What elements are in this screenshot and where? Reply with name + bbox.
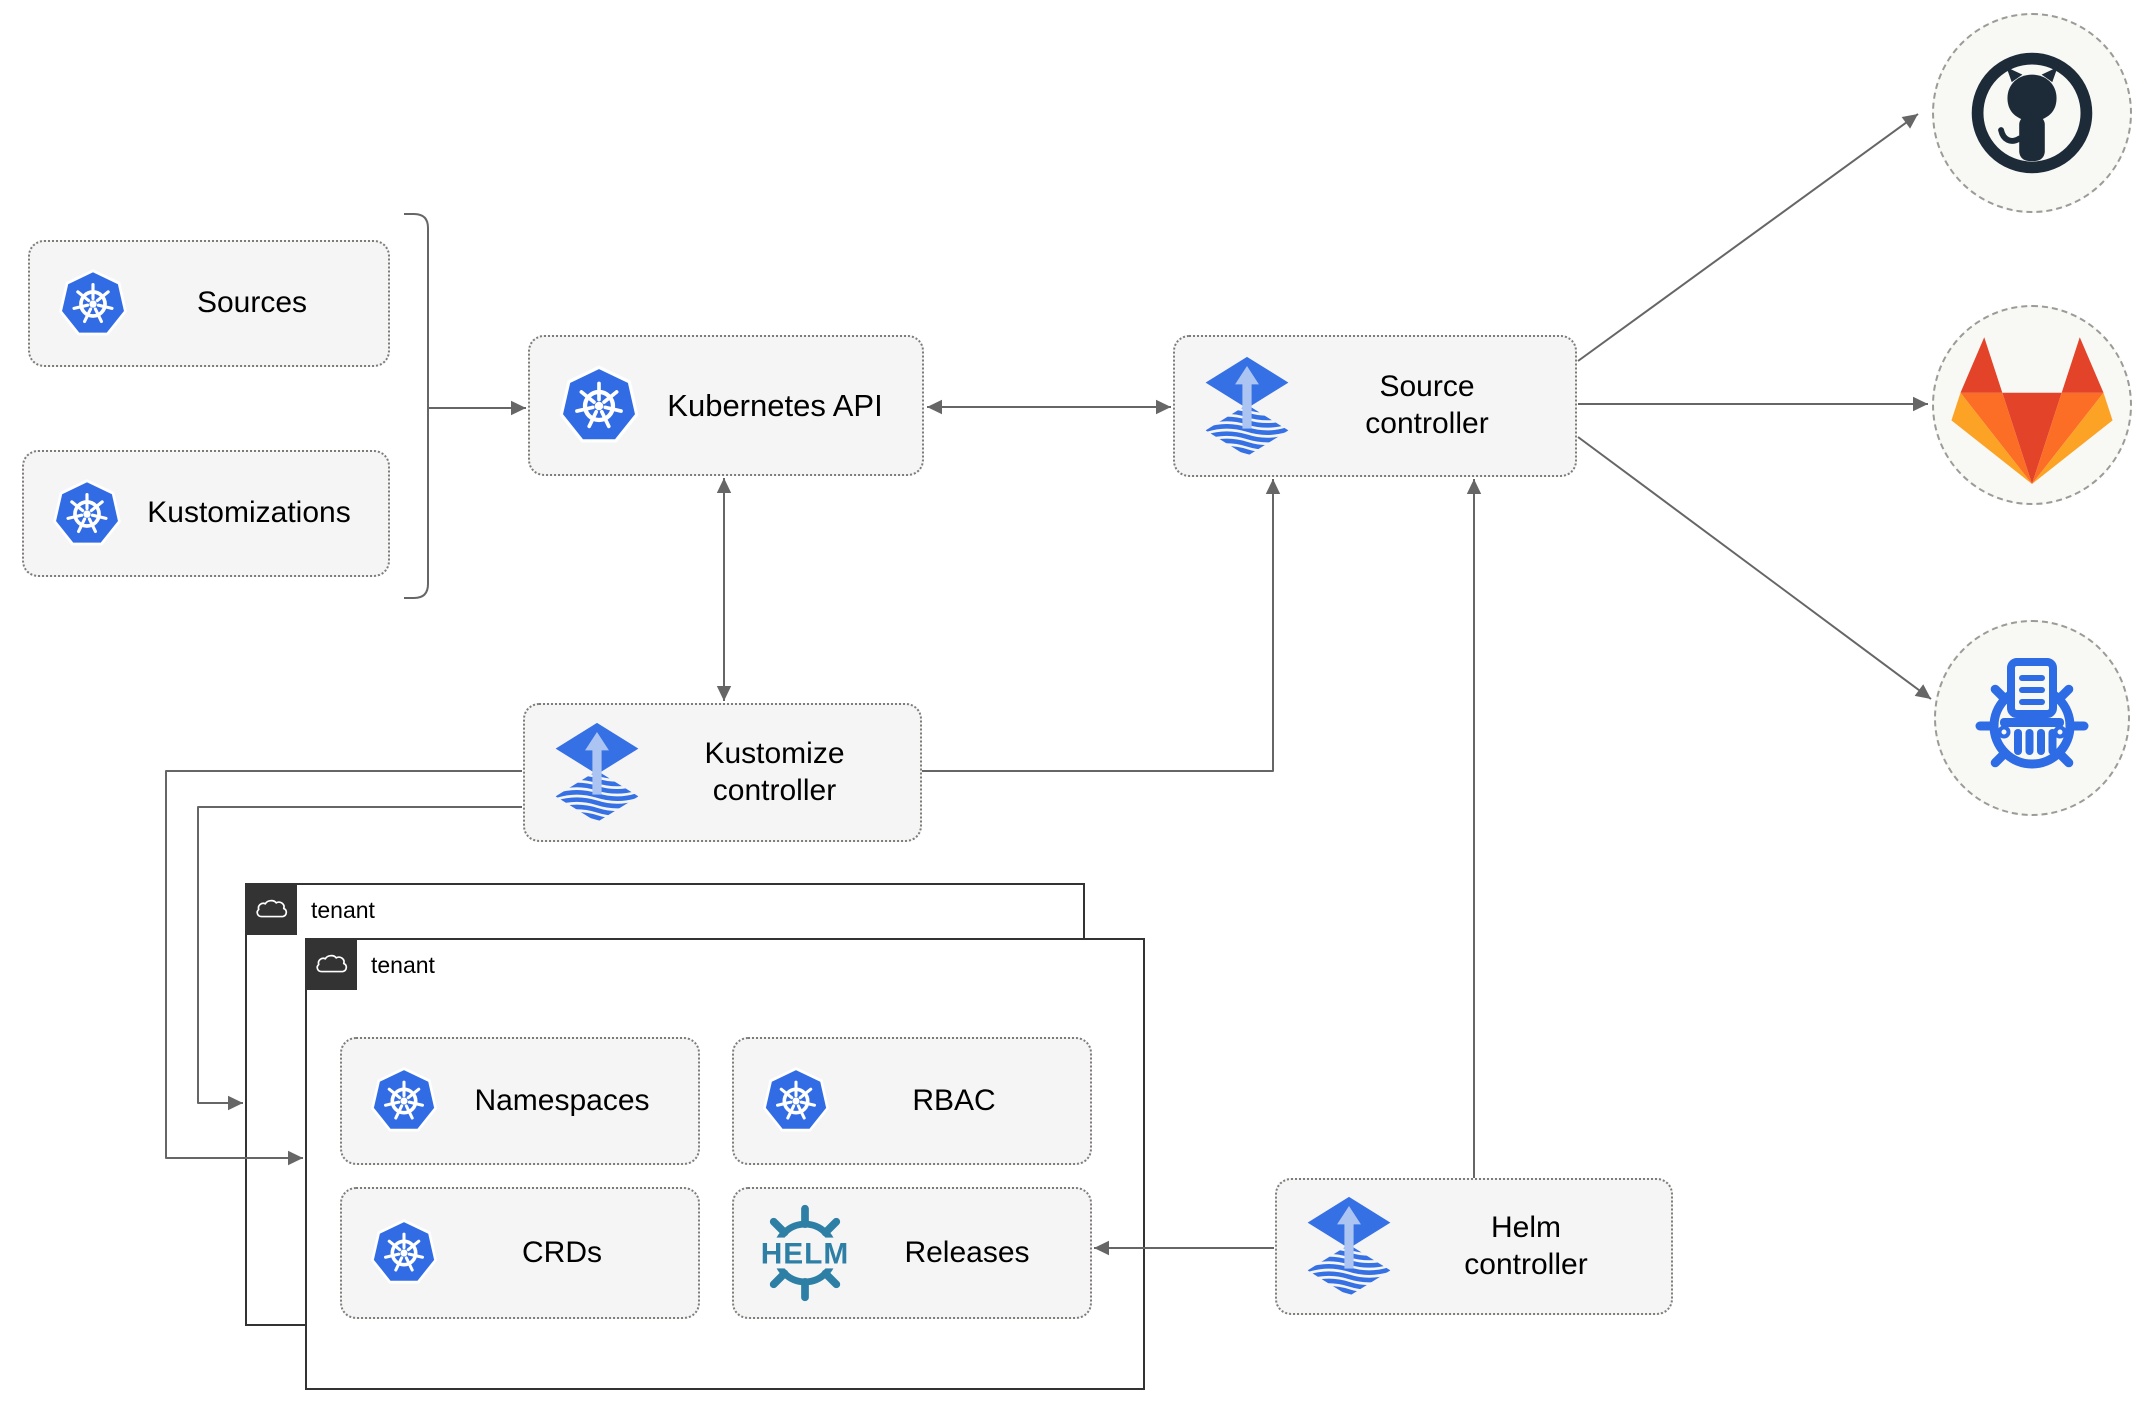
flux-icon [551, 721, 643, 824]
tenant-back-header [245, 883, 297, 935]
chartmuseum-icon [1962, 648, 2102, 788]
node-releases: HELM Releases [732, 1187, 1092, 1319]
node-rbac-label: RBAC [912, 1083, 996, 1117]
label-line2: controller [712, 773, 837, 807]
node-namespaces-label: Namespaces [474, 1083, 650, 1117]
tenant-front-header [305, 938, 357, 990]
helm-logo-icon: HELM [752, 1200, 858, 1306]
node-kustomizations: Kustomizations [22, 450, 390, 577]
tenant-front-title: tenant [371, 952, 435, 978]
node-crds-label: CRDs [522, 1235, 602, 1269]
gitlab-icon [1949, 326, 2115, 484]
node-kubernetes-api: Kubernetes API [528, 335, 924, 476]
node-source-controller-label: Source controller [1293, 369, 1575, 442]
node-rbac: RBAC [732, 1037, 1092, 1165]
endpoint-github [1932, 13, 2132, 213]
kubernetes-icon [556, 363, 642, 449]
edge-source-controller-to-github [1577, 113, 1919, 362]
sources-group-bracket [404, 213, 429, 599]
node-kubernetes-api-label: Kubernetes API [667, 387, 883, 423]
node-helm-controller-label: Helm controller [1395, 1210, 1671, 1283]
cloud-icon [314, 952, 348, 976]
helm-logo-text: HELM [761, 1238, 849, 1271]
tenant-back-title: tenant [311, 897, 375, 923]
flux-icon [1201, 355, 1293, 458]
label-line2: controller [1464, 1247, 1588, 1281]
node-crds: CRDs [340, 1187, 700, 1319]
node-source-controller: Source controller [1173, 335, 1577, 477]
label-line1: Kustomize [704, 736, 845, 770]
node-sources-label: Sources [196, 286, 308, 320]
node-kustomize-controller-label: Kustomize controller [643, 736, 920, 809]
label-line1: Helm [1490, 1210, 1561, 1244]
edge-source-controller-to-helm-repository [1577, 436, 1932, 700]
edge-kustomize-controller-to-source-controller [922, 479, 1281, 772]
endpoint-gitlab [1932, 305, 2132, 505]
node-namespaces: Namespaces [340, 1037, 700, 1165]
node-sources: Sources [28, 240, 390, 367]
kubernetes-icon [368, 1065, 440, 1137]
kubernetes-icon [50, 477, 124, 551]
label-line2: controller [1365, 407, 1489, 440]
endpoint-helm-repository [1934, 620, 2130, 816]
flux-icon [1303, 1195, 1395, 1298]
kubernetes-icon [760, 1065, 832, 1137]
label-line1: Source [1379, 370, 1475, 404]
cloud-icon [254, 897, 288, 921]
node-releases-label: Releases [904, 1235, 1030, 1269]
node-helm-controller: Helm controller [1275, 1178, 1673, 1315]
github-icon [1968, 49, 2096, 177]
kubernetes-icon [56, 267, 130, 341]
kubernetes-icon [368, 1217, 440, 1289]
node-kustomizations-label: Kustomizations [147, 496, 351, 530]
node-kustomize-controller: Kustomize controller [523, 703, 922, 842]
